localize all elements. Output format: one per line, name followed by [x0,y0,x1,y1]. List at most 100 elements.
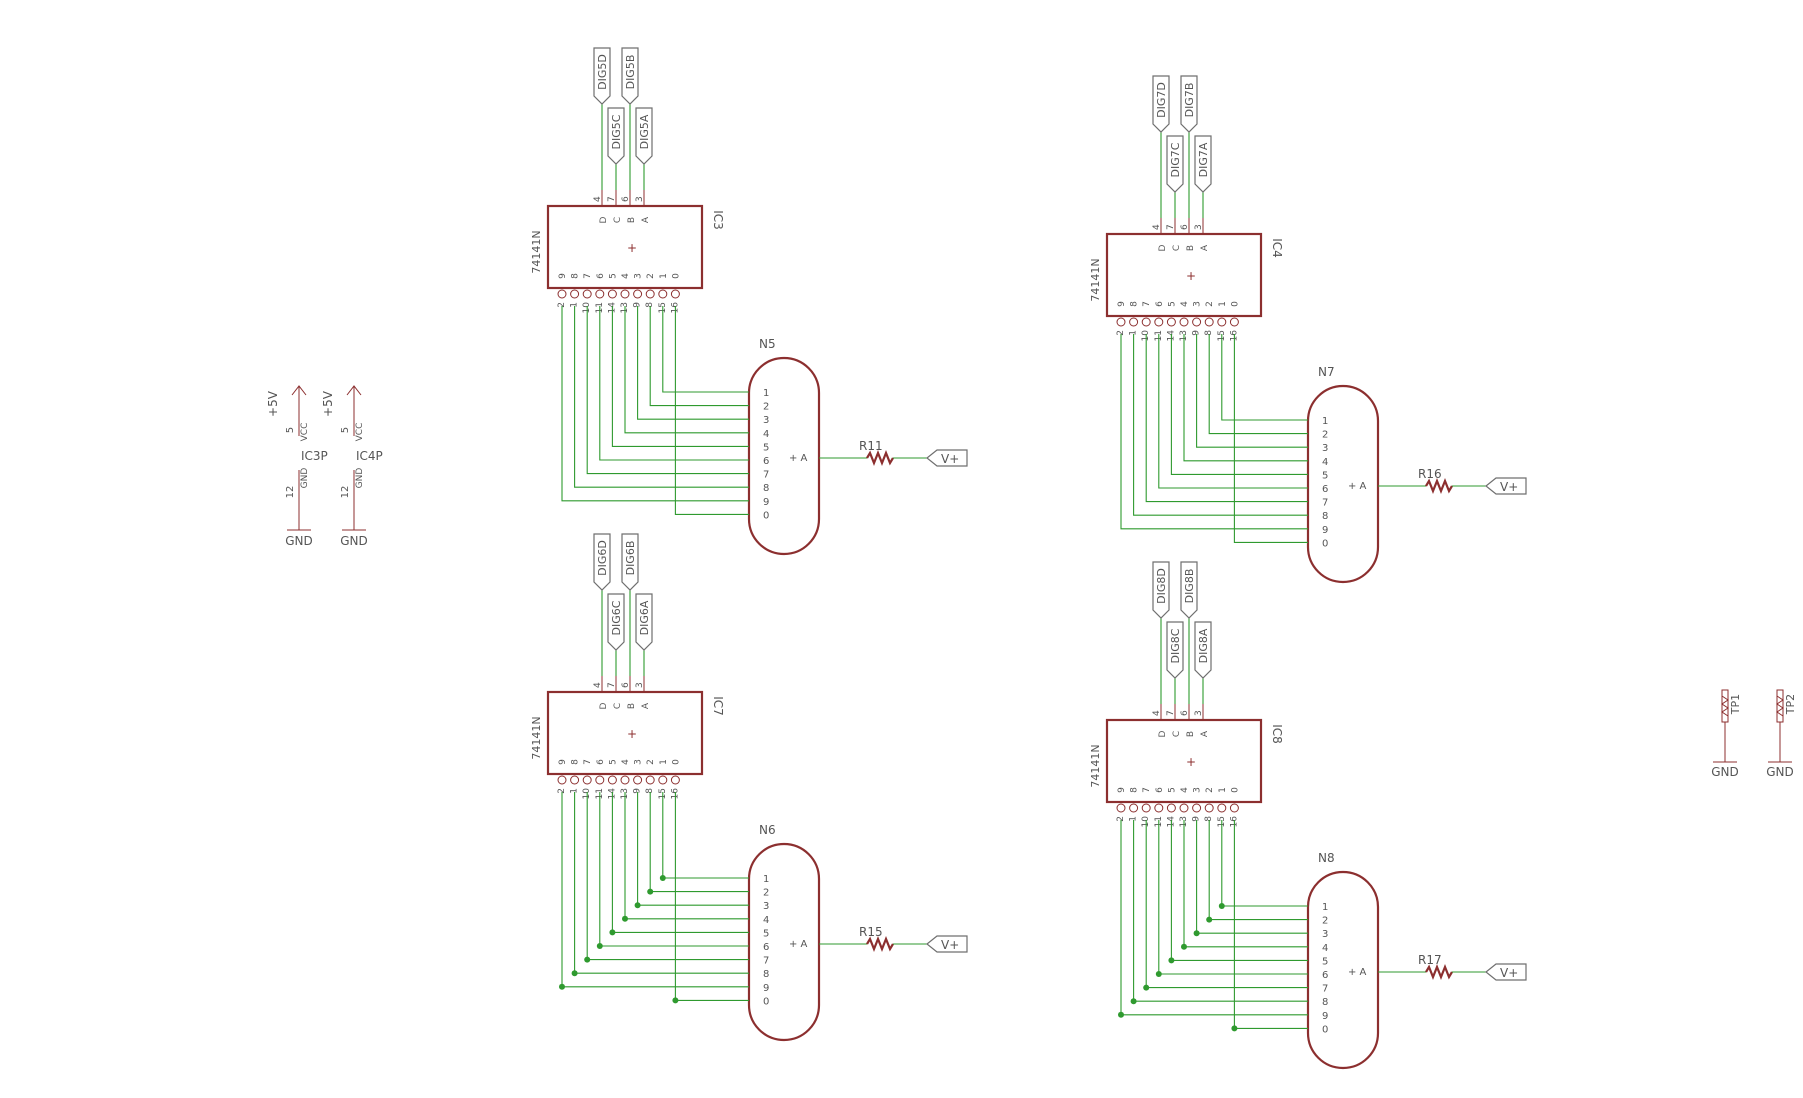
ic-bottom-pin-circle [582,775,592,785]
test-point-pattern [1721,695,1729,717]
ic-bottom-pin-circle [1141,803,1151,813]
ic-top-pin-name: A [1200,730,1210,737]
ic-bottom-pin-circle [1229,317,1239,327]
cathode-wire [662,306,749,393]
ic-bottom-pin-circle [1166,803,1176,813]
ic-top-pin-number: 4 [1152,224,1162,230]
ic-bottom-pin-number: 1 [570,302,580,308]
ic-bottom-pin-name: 9 [558,273,568,279]
wire-junction [609,929,616,936]
ic-body [546,204,704,290]
net-label-text: DIG7C [1169,142,1182,177]
nixie-pin-label: 4 [763,429,769,440]
cathode-wire [1120,334,1308,530]
wire-junction [634,902,641,909]
ic-bottom-pin-name: 8 [571,759,581,765]
nixie-pin-label: 1 [1322,416,1328,427]
ic-bottom-pin-number: 8 [1204,816,1214,822]
ic-bottom-pin-circle [1154,803,1164,813]
ic-ref-label: IC3 [711,210,725,230]
ground-label: GND [1711,765,1739,779]
net-label-flag [593,47,611,105]
supply-flag [926,449,968,467]
nixie-pin-label: 4 [1322,457,1328,468]
nixie-pin-label: 0 [763,510,769,521]
resistor-ref-label: R16 [1418,467,1442,481]
ic-bottom-pin-name: 4 [1180,301,1190,307]
wire-junction [1218,903,1225,909]
net-label-text: DIG6A [638,600,651,635]
nixie-pin-label: 7 [1322,984,1328,995]
ic-top-pin-name: D [599,216,609,223]
cathode-wire [1196,334,1308,448]
wire-junction [1193,930,1200,937]
supply-label: +5V [266,390,280,417]
net-label-text: DIG6C [610,600,623,635]
ic-top-pin-number: 7 [607,196,617,202]
wire-junction [571,970,578,977]
cathode-wire [637,306,749,420]
wire-junction [1231,1025,1238,1032]
net-label-flag [1166,135,1184,193]
cathode-wire [1196,820,1308,934]
ic-bottom-pin-circle [607,775,617,785]
nixie-pin-label: 1 [1322,902,1328,913]
nixie-pin-label: 4 [763,915,769,926]
ic-bottom-pin-name: 7 [1142,787,1152,793]
cathode-wire [611,792,749,933]
ic-bottom-pin-name: 9 [1117,301,1127,307]
ic-center-mark: + [1186,755,1196,769]
ic-bottom-pin-name: 9 [1117,787,1127,793]
nixie-pin-label: 5 [763,442,769,453]
nixie-pin-label: 6 [763,456,769,467]
gnd-pin-name: GND [300,468,310,489]
ic-top-pin-number: 7 [607,682,617,688]
ic-part-label: 74141N [1089,258,1102,301]
ic-bottom-pin-circle [1229,803,1239,813]
power-ref-label: IC4P [356,449,383,463]
cathode-wire [1170,820,1308,961]
net-label-text: DIG5B [624,55,637,90]
net-label-text: DIG8B [1183,569,1196,604]
ic-bottom-pin-name: 9 [558,759,568,765]
supply-label: V+ [1500,480,1518,494]
ic-bottom-pin-circle [645,775,655,785]
ic-bottom-pin-number: 1 [570,788,580,794]
ic-bottom-pin-name: 7 [1142,301,1152,307]
supply-label: V+ [941,938,959,952]
ic-ref-label: IC4 [1270,238,1284,258]
supply-label: +5V [321,390,335,417]
ic-bottom-pin-name: 6 [1155,301,1165,307]
supply-flag [1485,477,1527,495]
ic-bottom-pin-name: 3 [1193,787,1203,793]
ic-bottom-pin-name: 6 [596,759,606,765]
cathode-wire [1120,820,1308,1016]
wire-junction [1130,998,1137,1005]
ground-label: GND [1766,765,1794,779]
nixie-pin-label: 2 [763,888,769,899]
nixie-pin-label: 0 [763,996,769,1007]
cathode-wire [1233,334,1308,543]
nixie-pin-label: 3 [1322,443,1328,454]
net-label-text: DIG6B [624,541,637,576]
nixie-pin-label: 3 [1322,929,1328,940]
net-label-flag [1180,75,1198,133]
ic-part-label: 74141N [530,230,543,273]
ic-top-pin-number: 4 [593,682,603,688]
net-label-text: DIG5D [596,54,609,90]
nixie-ref-label: N8 [1318,851,1335,865]
ic-bottom-pin-name: 4 [621,273,631,279]
nixie-pin-label: 2 [1322,916,1328,927]
cathode-wire [1170,334,1308,475]
ic-part-label: 74141N [530,716,543,759]
power-ref-label: IC3P [301,449,328,463]
nixie-anode-label: + A [1348,481,1367,492]
ic-center-mark: + [627,241,637,255]
nixie-pin-label: 8 [1322,511,1328,522]
nixie-pin-label: 1 [763,388,769,399]
resistor-symbol [1425,964,1453,980]
ic-bottom-pin-circle [645,289,655,299]
ic-top-pin-name: B [627,217,637,223]
cathode-wire [1158,334,1308,489]
nixie-pin-label: 2 [763,402,769,413]
